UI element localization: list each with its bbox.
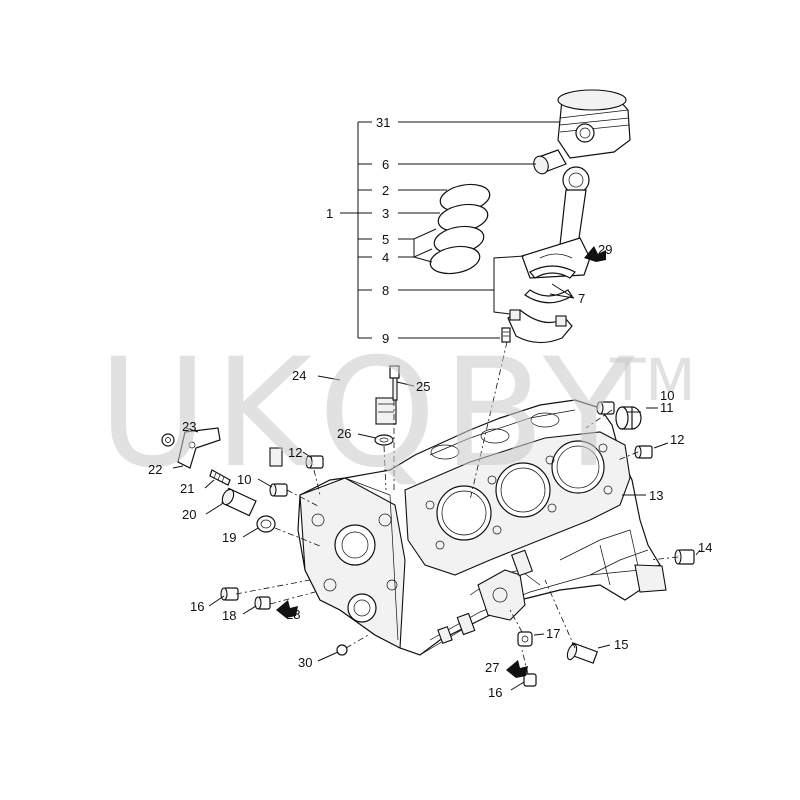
callout-7: 7 bbox=[578, 291, 585, 306]
connecting-rod-bearings bbox=[524, 265, 576, 304]
stud-21 bbox=[209, 469, 231, 486]
o-ring-19 bbox=[256, 515, 276, 533]
connecting-rod-bolt bbox=[501, 327, 511, 343]
callout-5: 5 bbox=[382, 232, 389, 247]
watermark: UKQBY TM bbox=[98, 327, 695, 501]
callout-12-right: 12 bbox=[670, 432, 684, 447]
svg-text:TM: TM bbox=[609, 346, 695, 414]
callout-bracket bbox=[340, 121, 575, 339]
arrow-28-icon bbox=[276, 600, 298, 618]
callout-1: 1 bbox=[326, 206, 333, 221]
oil-pipe bbox=[269, 377, 397, 467]
callout-14: 14 bbox=[698, 540, 712, 555]
callout-27: 27 bbox=[485, 660, 499, 675]
svg-text:UKQBY: UKQBY bbox=[98, 327, 641, 501]
callout-21: 21 bbox=[180, 481, 194, 496]
callout-3: 3 bbox=[382, 206, 389, 221]
callout-16-left: 16 bbox=[190, 599, 204, 614]
callout-31: 31 bbox=[376, 115, 390, 130]
seal-washer-26 bbox=[374, 434, 394, 446]
arrow-27-icon bbox=[506, 660, 528, 678]
callout-19: 19 bbox=[222, 530, 236, 545]
cylinder-block bbox=[297, 399, 667, 656]
piston bbox=[557, 89, 631, 159]
callout-26: 26 bbox=[337, 426, 351, 441]
callout-18: 18 bbox=[222, 608, 236, 623]
callout-11: 11 bbox=[660, 400, 674, 415]
callout-labels: 31 6 2 1 3 5 4 8 9 7 29 24 25 26 12 23 2… bbox=[148, 115, 712, 700]
sensor-20 bbox=[221, 487, 257, 517]
callout-30: 30 bbox=[298, 655, 312, 670]
callout-25: 25 bbox=[416, 379, 430, 394]
callout-20: 20 bbox=[182, 507, 196, 522]
leader-lines bbox=[172, 341, 701, 691]
callout-28: 28 bbox=[286, 607, 300, 622]
callout-24: 24 bbox=[292, 368, 306, 383]
connecting-rod bbox=[521, 166, 591, 279]
callout-8: 8 bbox=[382, 283, 389, 298]
piston-rings bbox=[429, 183, 491, 275]
piston-pin bbox=[533, 149, 567, 175]
sensor-15 bbox=[566, 642, 599, 664]
callout-23: 23 bbox=[182, 419, 196, 434]
callout-13: 13 bbox=[649, 488, 663, 503]
callout-12-left: 12 bbox=[288, 445, 302, 460]
callout-6: 6 bbox=[382, 157, 389, 172]
callout-9: 9 bbox=[382, 331, 389, 346]
nut-23 bbox=[161, 433, 175, 447]
callout-15: 15 bbox=[614, 637, 628, 652]
callout-10-left: 10 bbox=[237, 472, 251, 487]
arrow-29-icon bbox=[584, 246, 606, 262]
callout-29: 29 bbox=[598, 242, 612, 257]
callout-22: 22 bbox=[148, 462, 162, 477]
banjo-bolt bbox=[389, 365, 400, 401]
bracket-22 bbox=[177, 427, 221, 469]
callout-10-right: 10 bbox=[660, 388, 674, 403]
connecting-rod-cap bbox=[507, 309, 573, 344]
callout-2: 2 bbox=[382, 183, 389, 198]
callout-17: 17 bbox=[546, 626, 560, 641]
callout-4: 4 bbox=[382, 250, 389, 265]
callout-16-bottom: 16 bbox=[488, 685, 502, 700]
